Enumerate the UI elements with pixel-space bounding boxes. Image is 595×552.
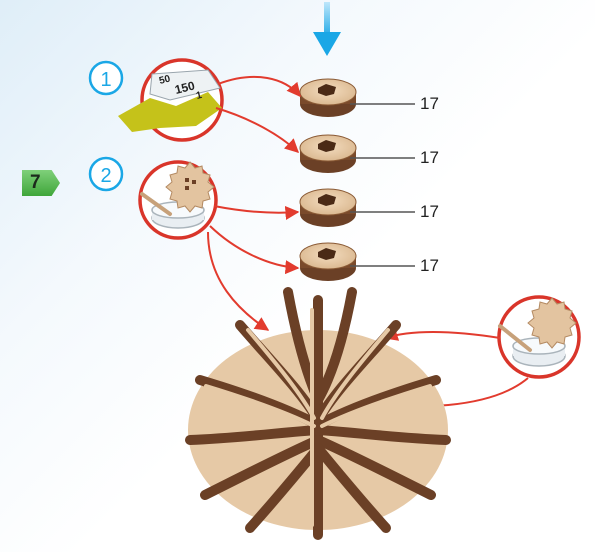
- substep-marker-1: 1: [90, 62, 122, 94]
- svg-text:1: 1: [100, 69, 111, 91]
- part-ring-4: [300, 243, 356, 281]
- part-number-label: 17: [420, 256, 439, 276]
- part-number-label: 17: [420, 202, 439, 222]
- part-ring-3: [300, 189, 356, 227]
- insert-direction-arrow-icon: [313, 2, 341, 56]
- glue-callout-right: [499, 297, 579, 377]
- part-number-label: 17: [420, 148, 439, 168]
- step-number: 7: [30, 172, 41, 194]
- part-leader-lines: [350, 104, 415, 266]
- substep-marker-2: 2: [90, 158, 122, 190]
- part-number-label: 17: [420, 94, 439, 114]
- assembled-model: [188, 292, 448, 535]
- glue-callout: [140, 162, 216, 238]
- svg-text:2: 2: [100, 165, 111, 187]
- part-ring-2: [300, 135, 356, 173]
- sandpaper-callout: 50 150 1: [118, 60, 222, 140]
- part-ring-1: [300, 79, 356, 117]
